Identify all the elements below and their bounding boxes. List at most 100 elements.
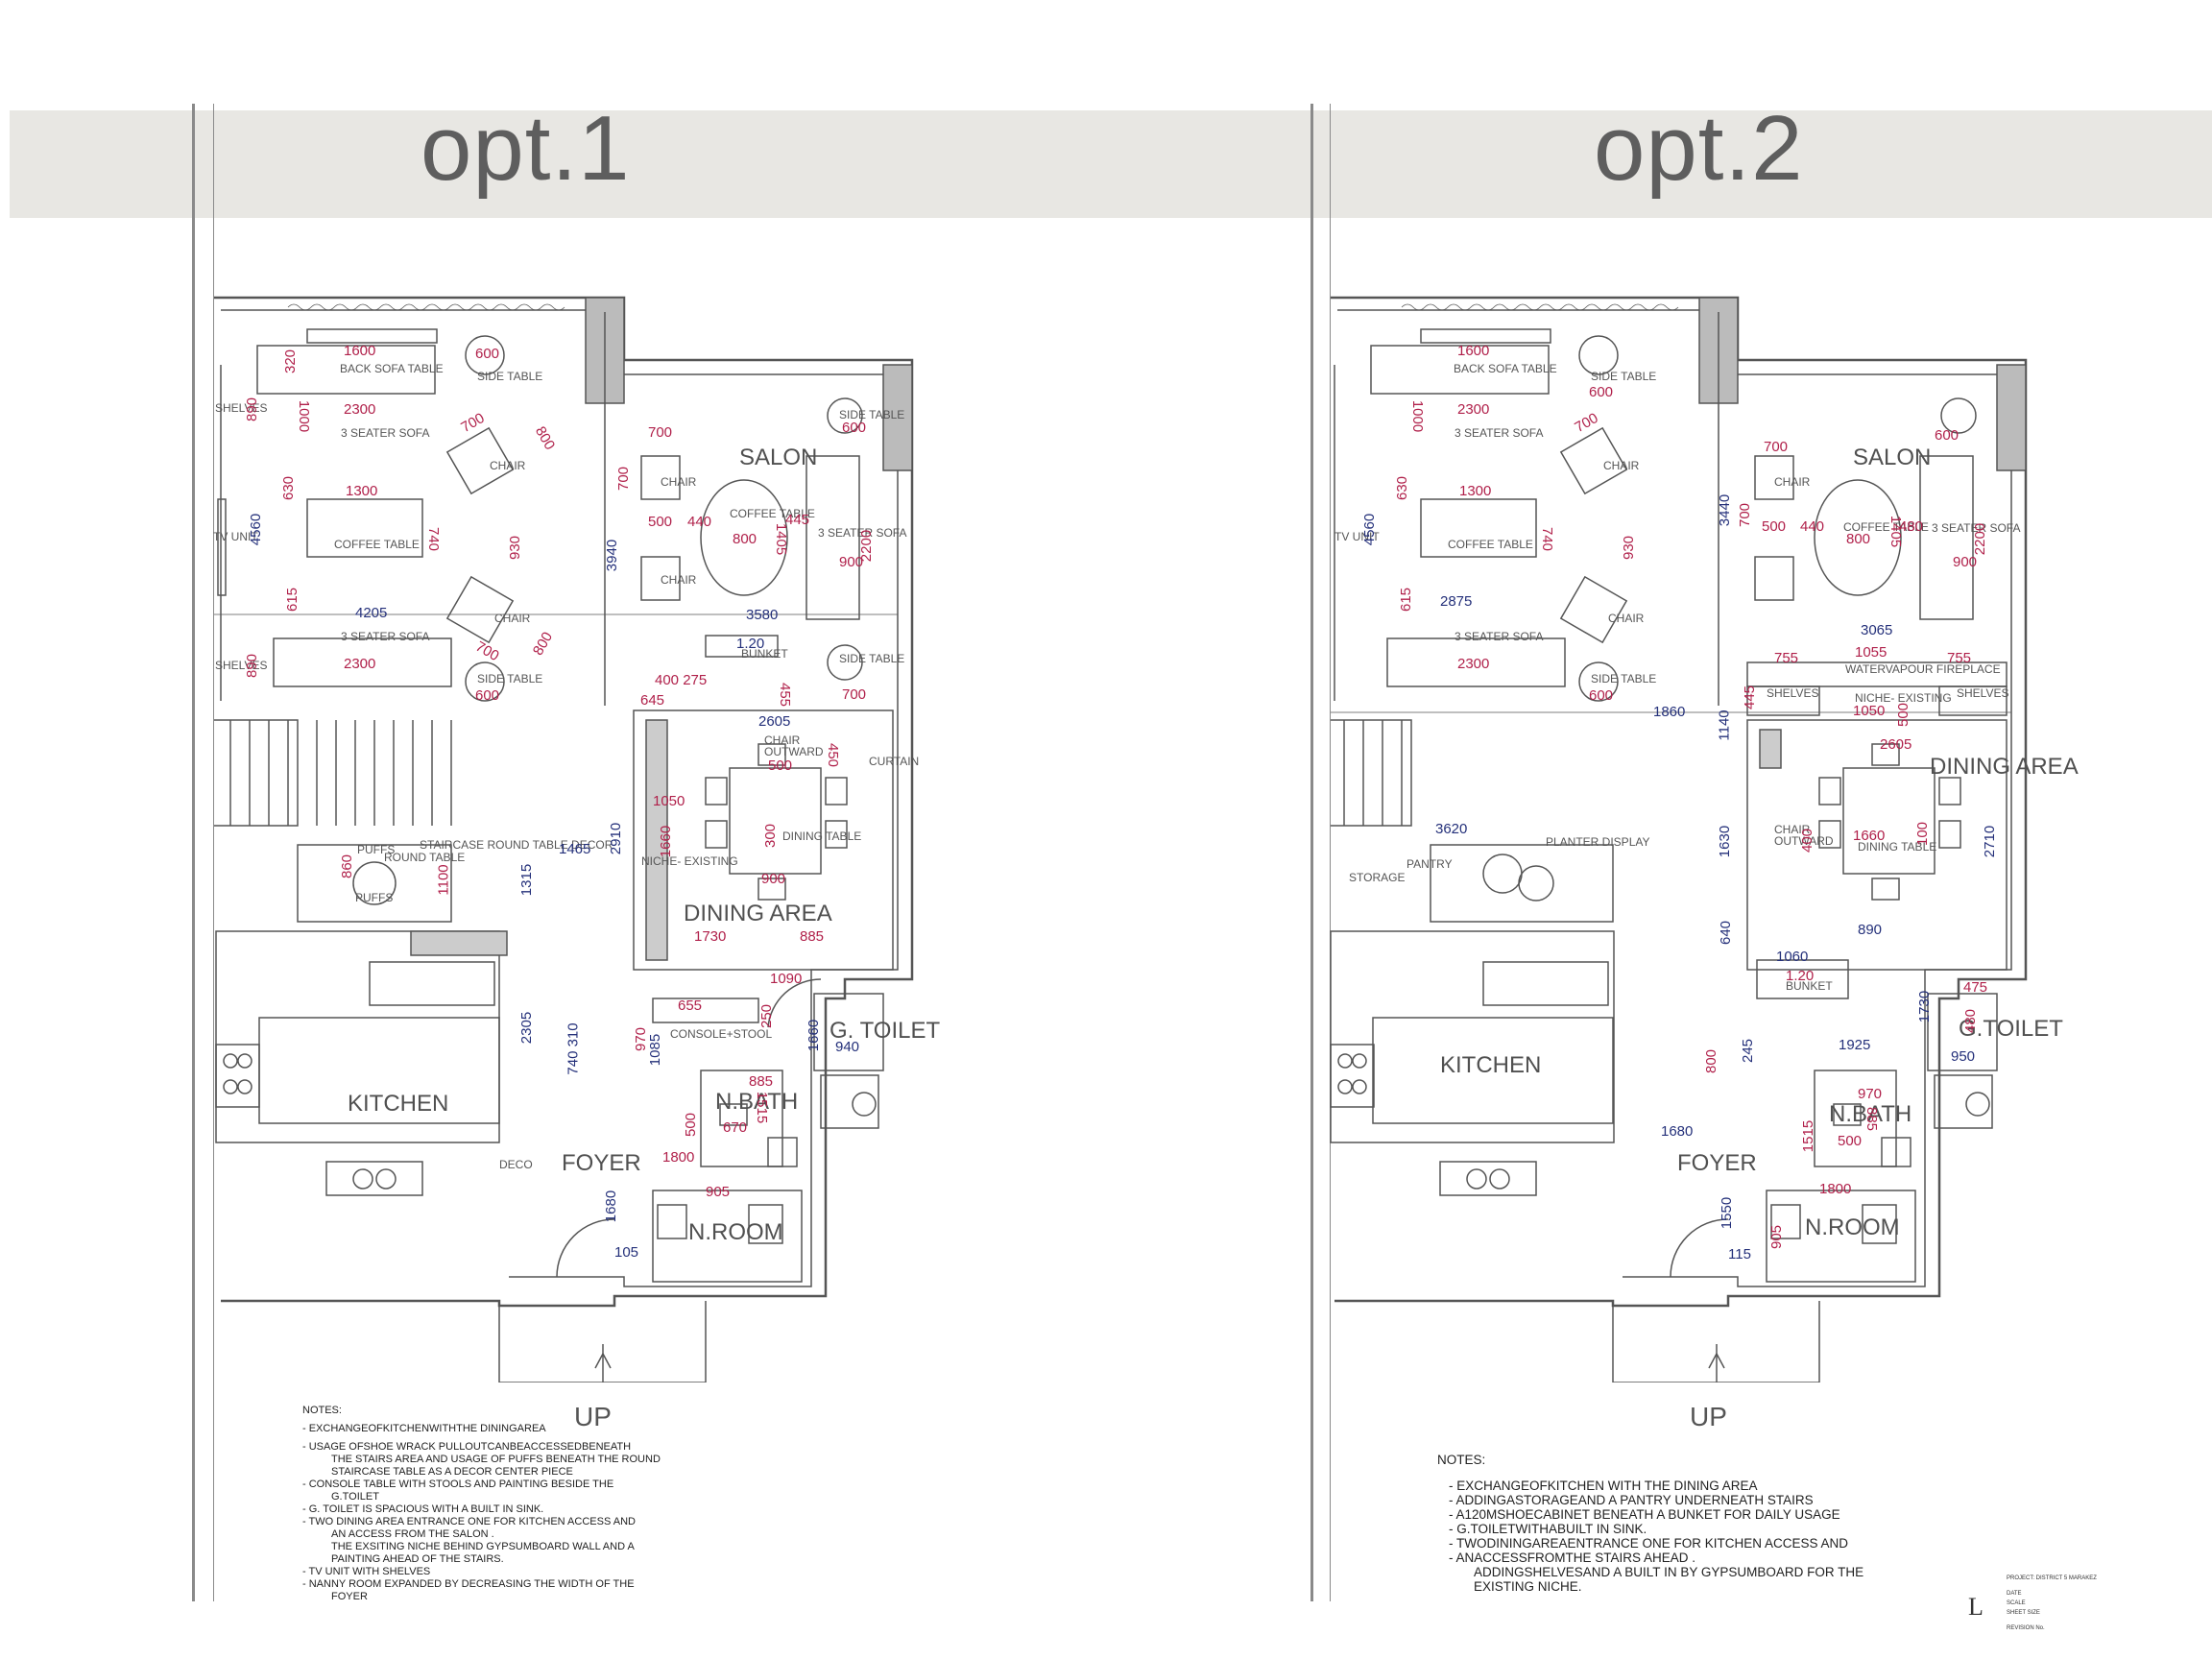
- opt2-dim: 1300: [1459, 483, 1492, 499]
- opt1-dim-blue: 2305: [518, 1011, 536, 1045]
- tb-revision: REVISION No.: [2007, 1625, 2045, 1631]
- opt1-dim: 600: [842, 420, 867, 436]
- opt2-dim: 1.20: [1786, 968, 1815, 984]
- opt2-chair-b: CHAIR: [1608, 612, 1645, 625]
- opt1-chair-outward: CHAIR OUTWARD: [764, 733, 824, 758]
- opt1-dim: 1800: [662, 1149, 695, 1166]
- opt2-dim: 885: [1863, 1106, 1881, 1132]
- note-line: THE STAIRS AREA AND USAGE OF PUFFS BENEA…: [331, 1454, 661, 1465]
- opt2-dim: 905: [1768, 1224, 1786, 1250]
- opt1-dim-blue: 4205: [355, 605, 388, 621]
- opt2-dim: 740: [1539, 526, 1556, 552]
- opt2-dim: 600: [1935, 427, 1960, 444]
- note-line: - ADDINGASTORAGEAND A PANTRY UNDERNEATH …: [1449, 1493, 1814, 1507]
- opt1-deco: DECO: [499, 1158, 533, 1171]
- frame-line-left: [192, 104, 195, 1601]
- opt1-dim: 900: [761, 871, 786, 887]
- opt2-dim: 480: [1962, 1008, 1980, 1034]
- opt2-tv-unit: TV UNIT: [1334, 530, 1380, 543]
- note-line: - TV UNIT WITH SHELVES: [302, 1566, 431, 1577]
- opt2-shelves-a: SHELVES: [1767, 686, 1819, 700]
- opt1-dim: 2300: [344, 401, 376, 418]
- opt1-side-table-b: SIDE TABLE: [477, 672, 543, 685]
- opt1-dim: 1000: [296, 399, 313, 433]
- opt1-dim-blue: 2910: [608, 822, 625, 855]
- opt1-dim: 885: [749, 1073, 774, 1090]
- opt1-side-table-a: SIDE TABLE: [477, 370, 543, 383]
- opt1-dim: 440: [687, 514, 712, 530]
- opt2-dim: 800: [1703, 1048, 1720, 1074]
- opt2-dim: 2300: [1457, 656, 1490, 672]
- opt1-dim-blue: 1.20: [736, 636, 765, 652]
- opt2-dim-blue: 4560: [1361, 513, 1379, 546]
- opt1-puffs-b: PUFFS: [355, 891, 394, 904]
- opt1-dim: 670: [723, 1119, 748, 1136]
- note-line: - ANACCESSFROMTHE STAIRS AHEAD .: [1449, 1551, 1696, 1565]
- opt2-dim-blue: 3065: [1861, 622, 1893, 638]
- opt1-dim: 320: [282, 349, 300, 374]
- option-1-title: opt.1: [421, 97, 631, 200]
- tb-sheet: SHEET SIZE: [2007, 1610, 2040, 1616]
- opt1-dim: 645: [640, 692, 665, 709]
- opt1-round-table: ROUND TABLE: [384, 851, 466, 864]
- opt2-dim: 500: [1762, 518, 1787, 535]
- opt2-dim: 2605: [1880, 736, 1912, 753]
- opt2-planter: PLANTER DISPLAY: [1546, 835, 1650, 849]
- opt1-salon-side-b: SIDE TABLE: [839, 652, 905, 665]
- opt1-dim: 800: [733, 531, 757, 547]
- opt2-room-kitchen: KITCHEN: [1440, 1052, 1542, 1078]
- notes-heading: NOTES:: [1437, 1453, 1486, 1467]
- opt1-chair-b: CHAIR: [494, 612, 531, 625]
- note-line: - EXCHANGEOFKITCHENWITHTHE DININGAREA: [302, 1423, 546, 1434]
- opt2-dim: 475: [1963, 979, 1988, 996]
- opt1-niche: NICHE- EXISTING: [641, 854, 738, 868]
- opt1-room-salon: SALON: [739, 445, 818, 470]
- opt2-back-sofa-table: BACK SOFA TABLE: [1454, 362, 1557, 375]
- opt1-dim: 890: [244, 653, 261, 679]
- frame-line-mid-inner: [1330, 104, 1331, 1601]
- opt1-dim: 2300: [344, 656, 376, 672]
- opt2-dim-blue: 1730: [1916, 990, 1934, 1023]
- title-band: [10, 110, 2212, 218]
- note-line: - G. TOILET IS SPACIOUS WITH A BUILT IN …: [302, 1503, 544, 1515]
- opt1-dining-table: DINING TABLE: [782, 830, 862, 843]
- opt1-dim: 1405: [773, 522, 790, 556]
- opt2-dim: 800: [1846, 531, 1871, 547]
- opt1-dim-blue: 1085: [647, 1033, 664, 1067]
- opt2-salon-chair: CHAIR: [1774, 475, 1811, 489]
- opt2-dim: 930: [1621, 535, 1638, 561]
- tb-date: DATE: [2007, 1591, 2022, 1597]
- note-line: - EXCHANGEOFKITCHEN WITH THE DINING AREA: [1449, 1479, 1758, 1493]
- note-line: - NANNY ROOM EXPANDED BY DECREASING THE …: [302, 1578, 635, 1590]
- opt2-dim: 1800: [1819, 1181, 1852, 1197]
- note-line: - TWO DINING AREA ENTRANCE ONE FOR KITCH…: [302, 1516, 636, 1527]
- opt1-dim-blue: 740 310: [565, 1022, 582, 1075]
- opt1-room-toilet: G. TOILET: [830, 1018, 941, 1044]
- opt1-shelves-a: SHELVES: [215, 401, 268, 415]
- opt1-dim: 500: [768, 757, 793, 774]
- opt1-dim-blue: 2605: [758, 713, 791, 730]
- title-block: L PROJECT: DISTRICT 5 MARAKEZ DATE SCALE…: [1949, 1570, 2141, 1647]
- firm-logo: L: [1968, 1593, 1984, 1621]
- opt2-room-nroom: N.ROOM: [1805, 1214, 1900, 1240]
- opt2-dim: 700: [1737, 502, 1754, 528]
- opt1-room-kitchen: KITCHEN: [348, 1091, 449, 1117]
- opt1-dim-blue: 940: [835, 1039, 860, 1055]
- opt2-dim: 1600: [1457, 343, 1490, 359]
- opt1-three-seater-b: 3 SEATER SOFA: [341, 630, 430, 643]
- opt1-dim: 1515: [754, 1091, 771, 1124]
- opt2-dim-blue: 3620: [1435, 821, 1468, 837]
- opt1-dim-blue: 1660: [805, 1019, 823, 1052]
- opt1-up-label: UP: [574, 1402, 612, 1431]
- opt1-dim: 700: [648, 424, 673, 441]
- opt2-up-label: UP: [1690, 1402, 1727, 1431]
- opt2-dim-blue: 245: [1740, 1038, 1757, 1064]
- opt2-dim: 2300: [1457, 401, 1490, 418]
- opt1-salon-side-a: SIDE TABLE: [839, 408, 905, 421]
- opt2-shelves-b: SHELVES: [1957, 686, 2009, 700]
- opt2-dim: 480: [1899, 518, 1924, 535]
- frame-line-mid: [1310, 104, 1313, 1601]
- opt1-back-sofa-table: BACK SOFA TABLE: [340, 362, 444, 375]
- opt1-notes: NOTES: - EXCHANGEOFKITCHENWITHTHE DINING…: [302, 1405, 661, 1603]
- opt1-dim: 740: [425, 526, 443, 552]
